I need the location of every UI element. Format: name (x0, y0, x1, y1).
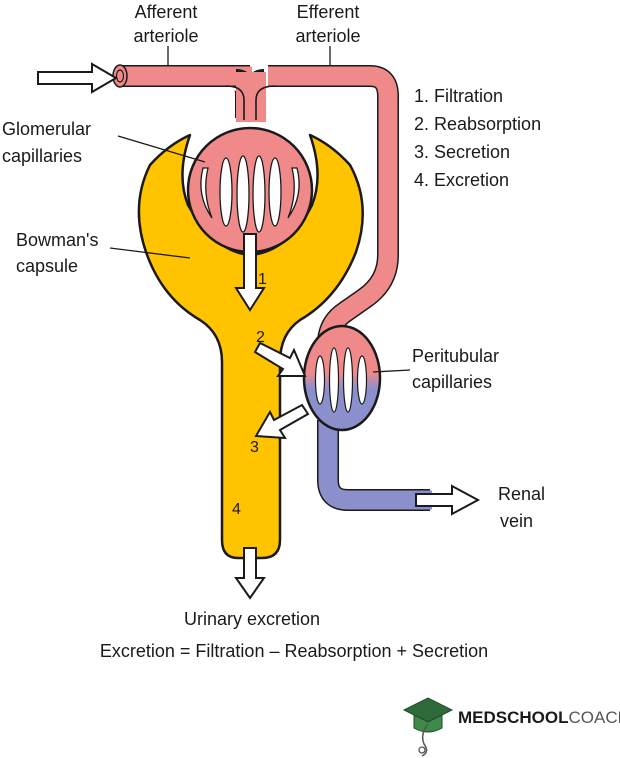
reabsorption-arrow (253, 341, 307, 377)
brand-logo: MEDSCHOOLCOACH (402, 697, 620, 757)
bowman-label-line1: Bowman's (16, 230, 98, 250)
efferent-label-line1: Efferent (297, 2, 360, 22)
step-number-2: 2 (256, 329, 265, 346)
renal-vein-arrow (415, 484, 481, 516)
filtration-arrow (234, 233, 266, 312)
process-item-secretion: 3. Secretion (414, 142, 510, 162)
peritubular-label-line1: Peritubular (412, 346, 499, 366)
input-arrow (37, 62, 118, 94)
glomerular-label-line1: Glomerular (2, 119, 91, 139)
renal-vein-label-line1: Renal (498, 484, 545, 504)
blood-vessels (112, 64, 432, 511)
step-number-4: 4 (232, 501, 241, 518)
process-item-reabsorption: 2. Reabsorption (414, 114, 541, 134)
glomerulus (186, 126, 314, 254)
urinary-excretion-label: Urinary excretion (184, 609, 320, 629)
step-number-3: 3 (250, 439, 259, 456)
secretion-arrow (254, 403, 310, 440)
efferent-label-line2: arteriole (295, 26, 360, 46)
labels: Afferent arteriole Efferent arteriole Gl… (2, 2, 545, 661)
leader-lines (109, 46, 411, 373)
afferent-label-line1: Afferent (135, 2, 198, 22)
afferent-label-line2: arteriole (133, 26, 198, 46)
excretion-arrow (234, 547, 266, 600)
peritubular-capillaries (302, 324, 382, 432)
arrows (37, 62, 481, 600)
step-numbers: 1 2 3 4 (232, 271, 267, 518)
process-list: 1. Filtration 2. Reabsorption 3. Secreti… (414, 86, 541, 190)
brand-name-part2: COACH (569, 708, 620, 727)
bowman-label-line2: capsule (16, 256, 78, 276)
graduation-cap-icon (402, 697, 454, 757)
brand-name-part1: MEDSCHOOL (458, 708, 569, 727)
process-item-excretion: 4. Excretion (414, 170, 509, 190)
process-item-filtration: 1. Filtration (414, 86, 503, 106)
svg-text:MEDSCHOOLCOACH: MEDSCHOOLCOACH (458, 708, 620, 727)
glomerular-label-line2: capillaries (2, 146, 82, 166)
step-number-1: 1 (258, 271, 267, 288)
excretion-equation: Excretion = Filtration – Reabsorption + … (100, 641, 488, 661)
renal-vein-label-line2: vein (500, 511, 533, 531)
peritubular-label-line2: capillaries (412, 372, 492, 392)
